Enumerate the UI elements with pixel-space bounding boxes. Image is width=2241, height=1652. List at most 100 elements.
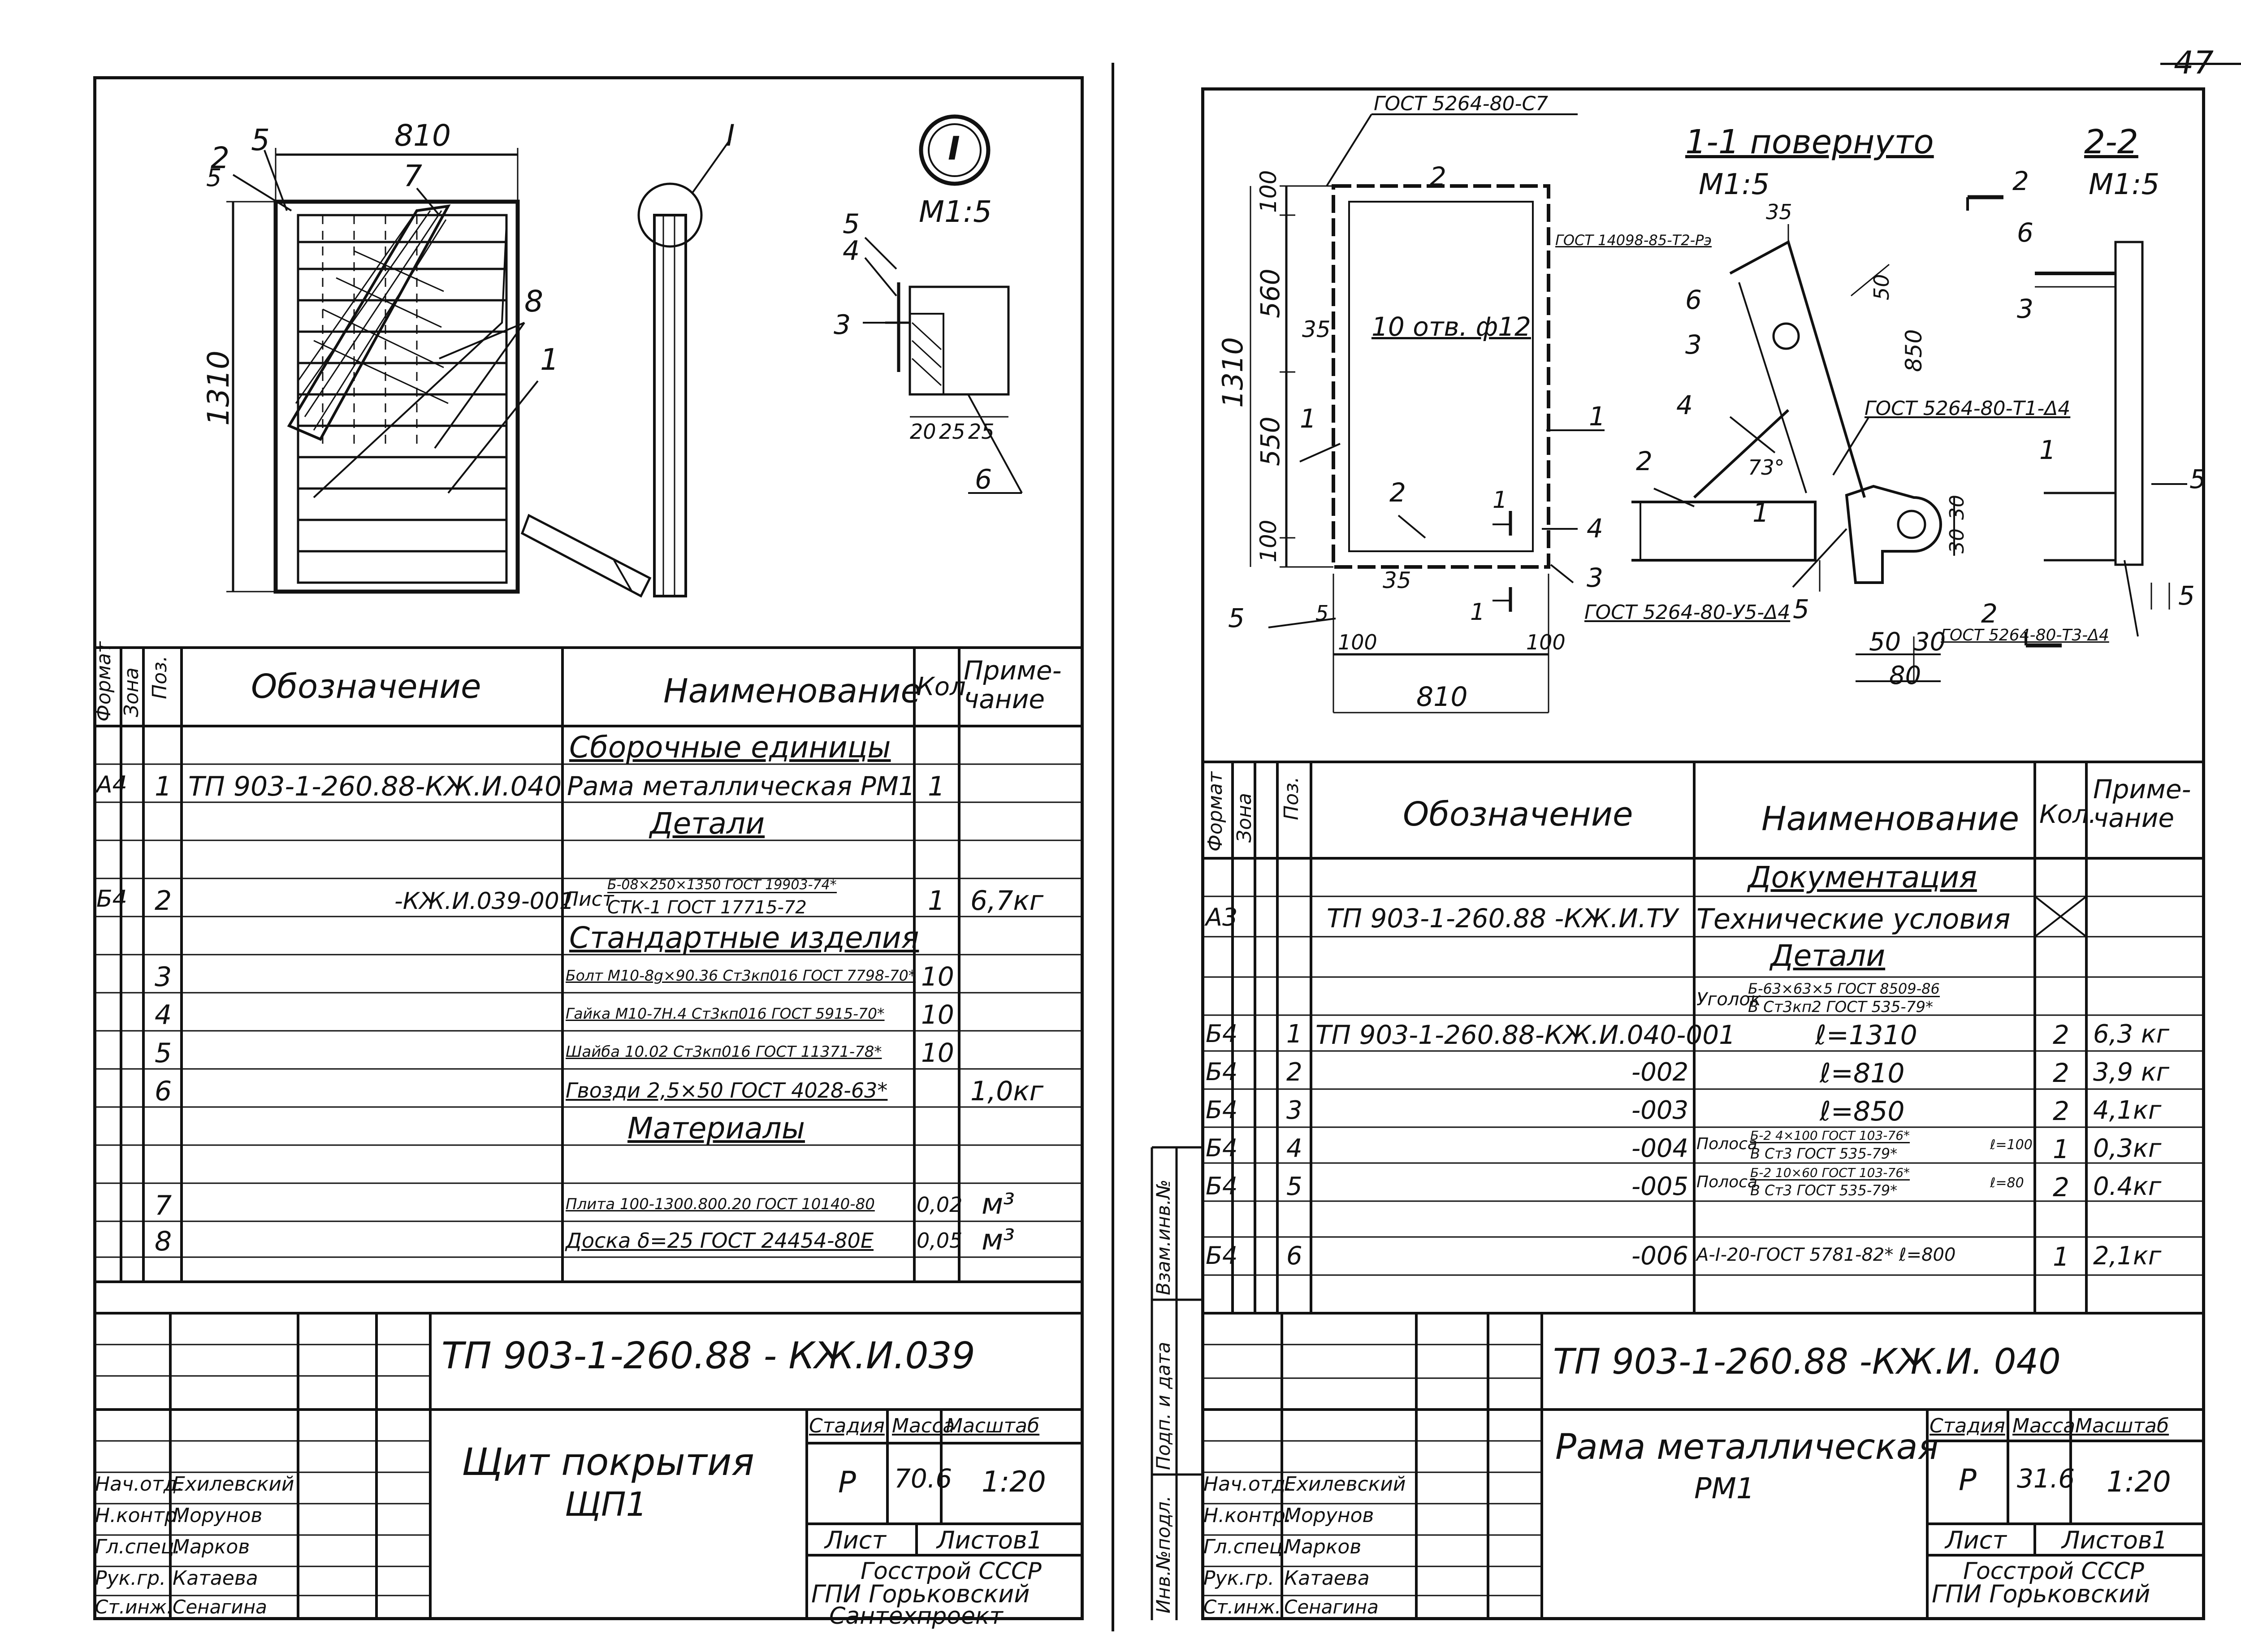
right-stamp-code: ТП 903-1-260.88 -КЖ.И. 040 [1553, 1342, 2061, 1382]
left-row6-note: 1,0кг [970, 1076, 1044, 1107]
left-section-standard: Стандартные изделия [569, 921, 919, 955]
right-stamp-org-2: ГПИ Горьковский [1932, 1580, 2150, 1608]
right-section2-scale: М1:5 [2089, 168, 2160, 201]
right-row4-pos: 4 [1286, 1134, 1302, 1163]
right-row3-qty: 2 [2053, 1096, 2069, 1126]
left-stamp-name-1: Ехилевский [173, 1473, 294, 1496]
right-row6-qty: 1 [2053, 1241, 2069, 1272]
right-stamp-stage: Р [1959, 1463, 1977, 1497]
left-stamp-sheet-label: Лист [825, 1526, 886, 1554]
right-row5-qty: 2 [2053, 1172, 2069, 1202]
node-callout-5: 5 [843, 208, 860, 240]
right-row3-note: 4,1кг [2093, 1096, 2162, 1125]
right-row2-designation: -002 [1631, 1058, 1689, 1087]
left-row2-name-top: Б-08×250×1350 ГОСТ 19903-74* [607, 877, 837, 893]
right-section-scale: М1:5 [1699, 168, 1770, 201]
right-row1-format: Б4 [1206, 1020, 1238, 1048]
right-callout-2-top: 2 [1430, 161, 1446, 192]
right-stamp-scale-label: Масштаб [2075, 1414, 2169, 1437]
left-row2-name-bottom: СТК-1 ГОСТ 17715-72 [607, 897, 807, 918]
right-dim-810: 810 [1416, 681, 1468, 713]
dim-5-top: 5 [206, 164, 222, 192]
right-stamp-name-5: Сенагина [1284, 1596, 1379, 1618]
right-hdr-qty: Кол. [2039, 800, 2097, 829]
right-sec2-callout-3: 3 [2017, 294, 2033, 324]
left-stamp-stage: Р [838, 1465, 856, 1500]
right-dim-35a: 35 [1302, 316, 1331, 342]
right-section2-title: 2-2 [2084, 123, 2138, 161]
right-cut-1b: 1 [1470, 599, 1485, 626]
right-callout-1-left: 1 [1300, 403, 1316, 434]
dim-width-810: 810 [394, 118, 451, 153]
right-row1-designation: ТП 903-1-260.88-КЖ.И.040-001 [1315, 1020, 1736, 1050]
right-angle-top: Б-63×63×5 ГОСТ 8509-86 [1748, 980, 1940, 997]
right-hdr-pos: Поз. [1280, 776, 1303, 820]
left-stamp-name-4: Катаева [173, 1567, 258, 1590]
right-row-doc-designation: ТП 903-1-260.88 -КЖ.И.ТУ [1327, 903, 1678, 934]
left-section-assembly: Сборочные единицы [569, 730, 891, 765]
right-row4-designation: -004 [1631, 1134, 1689, 1163]
right-stamp-sheet-label: Лист [1945, 1526, 2007, 1554]
right-row5-pos: 5 [1286, 1172, 1302, 1201]
right-sec2-callout-5b: 5 [2178, 580, 2195, 611]
callout-7: 7 [403, 159, 422, 193]
left-row1-name: Рама металлическая РМ1 [567, 771, 915, 801]
left-row4-pos: 4 [155, 999, 172, 1031]
right-row3-format: Б4 [1206, 1096, 1238, 1124]
left-row7-note: м³ [982, 1188, 1015, 1221]
right-stamp-role-2: Н.контр. [1203, 1504, 1292, 1527]
right-row5-name-prefix: Полоса [1696, 1173, 1757, 1191]
left-stamp-name-5: Сенагина [173, 1596, 267, 1618]
node-scale: М1:5 [919, 195, 992, 229]
right-stamp-scale: 1:20 [2107, 1466, 2171, 1499]
left-row7-pos: 7 [155, 1190, 172, 1221]
right-hdr-name: Наименование [1761, 800, 2020, 838]
right-row2-note: 3,9 кг [2093, 1058, 2170, 1087]
right-cut-2b: 2 [1981, 598, 1998, 629]
right-stamp-name-1: Ехилевский [1284, 1473, 1406, 1496]
node-dim-25b: 25 [968, 419, 995, 444]
right-row-doc-format: А3 [1206, 903, 1238, 931]
right-sec-callout-4: 4 [1676, 390, 1693, 420]
right-row4-note: 0,3кг [2093, 1134, 2162, 1163]
right-gost-top: ГОСТ 5264-80-С7 [1374, 92, 1549, 115]
node-view-id: I [948, 130, 960, 167]
right-section-title: 1-1 повернуто [1685, 123, 1934, 161]
left-row3-name: Болт М10-8g×90.36 Ст3кп016 ГОСТ 7798-70* [566, 967, 916, 984]
right-row4-format: Б4 [1206, 1134, 1238, 1162]
node-dim-25a: 25 [939, 419, 965, 444]
right-dim-30c: 30 [1914, 627, 1946, 657]
left-row1-pos: 1 [155, 771, 172, 802]
right-sec-callout-3: 3 [1685, 329, 1702, 360]
right-callout-5-b: 5 [1315, 601, 1329, 625]
right-row6-format: Б4 [1206, 1241, 1238, 1270]
left-row6-name: Гвозди 2,5×50 ГОСТ 4028-63* [566, 1078, 888, 1103]
left-row6-pos: 6 [155, 1076, 172, 1107]
node-mark-I: I [726, 118, 735, 153]
left-row5-name: Шайба 10.02 Ст3кп016 ГОСТ 11371-78* [566, 1043, 882, 1061]
right-row1-note: 6,3 кг [2093, 1020, 2170, 1049]
left-row2-note: 6,7кг [970, 885, 1044, 917]
left-row1-format: А4 [96, 771, 127, 798]
right-stamp-stage-label: Стадия [1930, 1414, 2005, 1437]
node-dim-20: 20 [910, 419, 936, 444]
right-callout-2-bottom: 2 [1389, 477, 1406, 508]
right-sec-callout-2: 2 [1636, 446, 1653, 476]
right-sec-callout-5: 5 [1793, 594, 1809, 624]
left-section-materials: Материалы [627, 1111, 805, 1146]
right-stamp-role-4: Рук.гр. [1203, 1567, 1275, 1590]
left-row5-qty: 10 [921, 1038, 954, 1068]
right-stamp-name-4: Катаева [1284, 1567, 1370, 1590]
right-row4-qty: 1 [2053, 1134, 2069, 1164]
left-section-details: Детали [650, 806, 765, 841]
right-row6-pos: 6 [1286, 1241, 1302, 1271]
right-stamp-mass: 31.6 [2017, 1463, 2075, 1494]
left-row3-pos: 3 [155, 961, 172, 993]
right-stamp-title-1: Рама металлическая [1555, 1427, 1939, 1467]
left-stamp-org-2: ГПИ Горьковский [811, 1580, 1030, 1608]
right-stamp-mass-label: Масса [2012, 1414, 2076, 1437]
left-stamp-org-3: Сантехпроект [829, 1603, 1003, 1630]
